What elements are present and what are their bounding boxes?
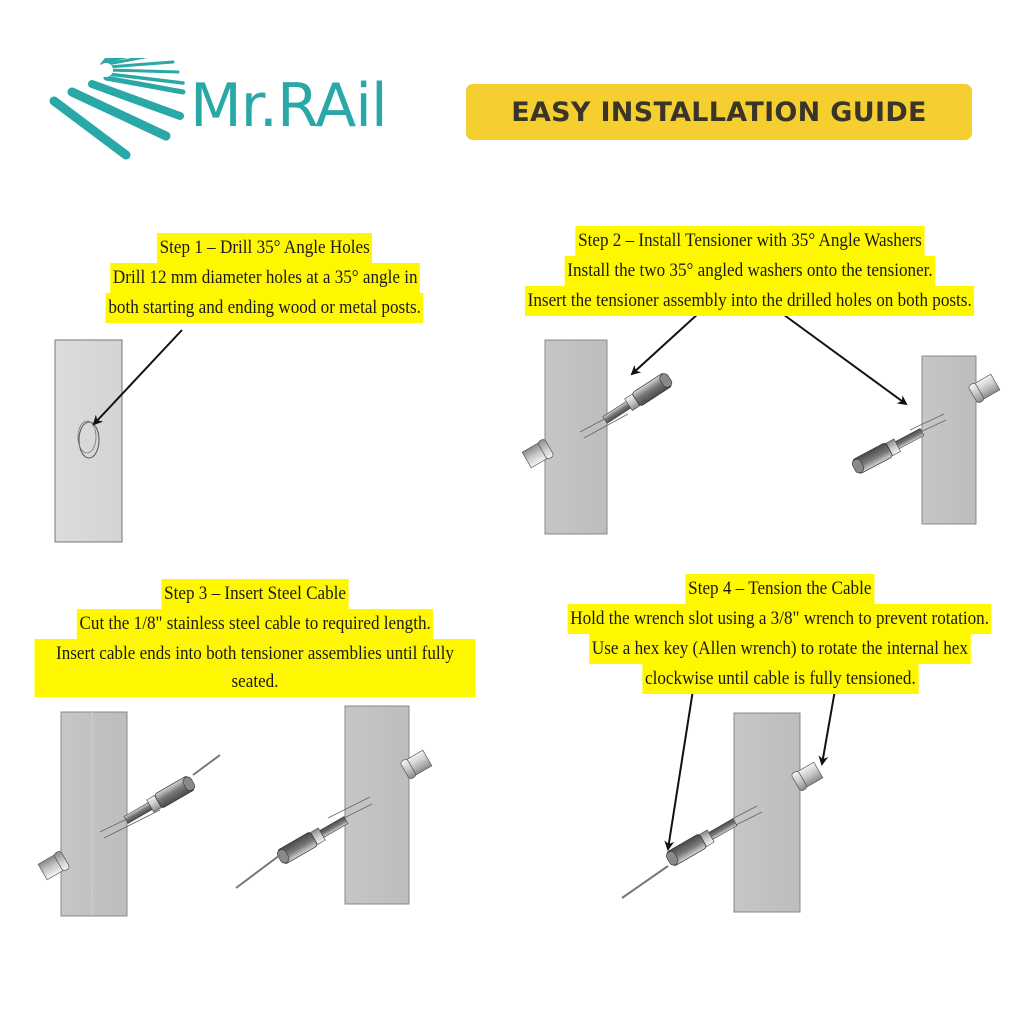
step3-caption: Step 3 – Insert Steel Cable Cut the 1/8"… — [10, 579, 500, 697]
step2-caption: Step 2 – Install Tensioner with 35° Angl… — [500, 226, 1000, 316]
step4-line2: Use a hex key (Allen wrench) to rotate t… — [589, 634, 971, 664]
step1-caption: Step 1 – Drill 35° Angle Holes Drill 12 … — [60, 233, 470, 323]
step2-line2: Insert the tensioner assembly into the d… — [525, 286, 975, 316]
brand-logo: Mr.RAil — [190, 71, 388, 141]
step3-line2: Insert cable ends into both tensioner as… — [34, 639, 476, 697]
step2-title: Step 2 – Install Tensioner with 35° Angl… — [575, 226, 925, 256]
step1-illustration — [54, 329, 183, 543]
step2-illustration — [521, 311, 1001, 535]
step4-line3: clockwise until cable is fully tensioned… — [641, 664, 919, 694]
step2-line1: Install the two 35° angled washers onto … — [564, 256, 936, 286]
step3-illustration — [37, 705, 433, 917]
step4-caption: Step 4 – Tension the Cable Hold the wren… — [540, 574, 1020, 694]
step4-illustration — [621, 689, 836, 913]
step1-line1: Drill 12 mm diameter holes at a 35° angl… — [110, 263, 420, 293]
step3-line1: Cut the 1/8" stainless steel cable to re… — [76, 609, 434, 639]
step3-title: Step 3 – Insert Steel Cable — [161, 579, 349, 609]
guide-title: EASY INSTALLATION GUIDE — [511, 96, 927, 128]
step1-title: Step 1 – Drill 35° Angle Holes — [157, 233, 373, 263]
step1-line2: both starting and ending wood or metal p… — [106, 293, 424, 323]
guide-title-banner: EASY INSTALLATION GUIDE — [466, 84, 972, 140]
step4-title: Step 4 – Tension the Cable — [685, 574, 875, 604]
logo-rails-icon — [49, 58, 186, 160]
step4-line1: Hold the wrench slot using a 3/8" wrench… — [567, 604, 993, 634]
